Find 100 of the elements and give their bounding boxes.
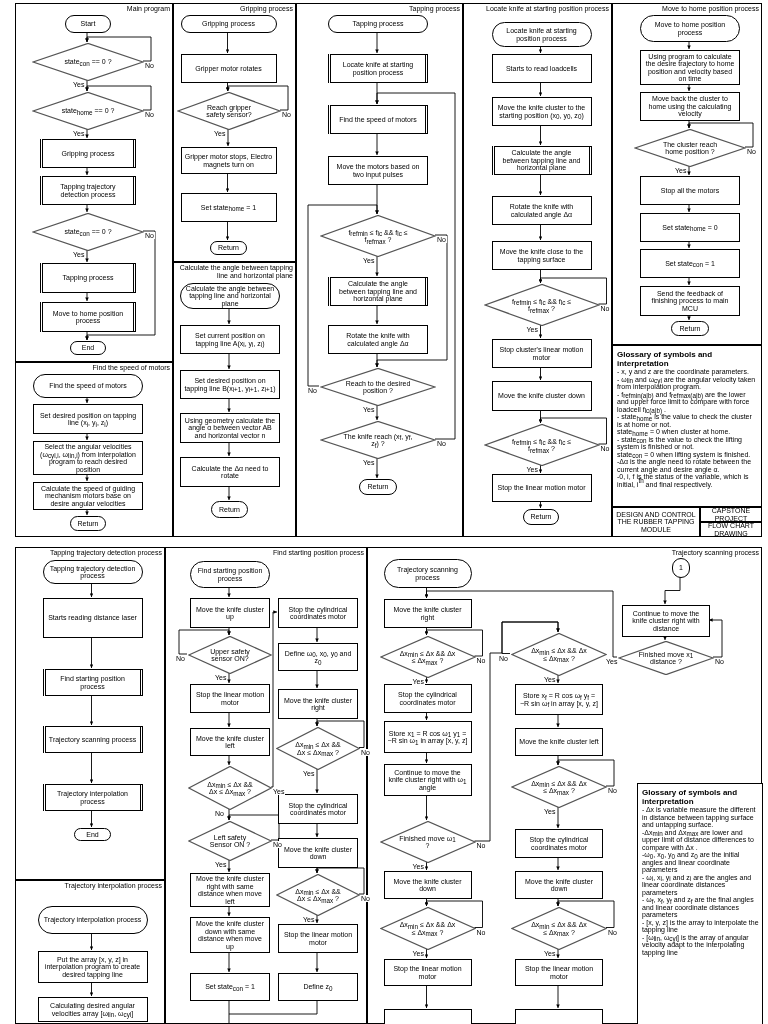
process-box [491, 196, 592, 225]
process-box [190, 684, 270, 713]
subprocess-box [40, 302, 136, 332]
connector-line [228, 999, 318, 1015]
decision-diamond [32, 213, 144, 251]
terminal-shape [491, 22, 592, 47]
process-box [180, 54, 277, 83]
glossary-panel [637, 783, 763, 1024]
subprocess-box [42, 726, 143, 753]
process-box [180, 370, 280, 399]
process-box [180, 457, 280, 487]
terminal-shape [190, 561, 270, 588]
decision-diamond [483, 424, 600, 466]
glossary-panel [612, 345, 762, 507]
subprocess-box [42, 669, 143, 696]
panel-frame [15, 3, 173, 362]
process-box [640, 92, 740, 121]
decision-diamond [177, 92, 281, 130]
terminal-shape [33, 374, 143, 398]
decision-diamond [188, 636, 272, 674]
process-box [190, 973, 270, 1001]
process-box [42, 598, 143, 638]
panel-frame [296, 3, 463, 537]
decision-diamond [511, 633, 607, 676]
decision-diamond [320, 368, 436, 406]
decision-diamond [618, 641, 714, 675]
subprocess-box [42, 784, 143, 811]
terminal-shape [640, 15, 740, 42]
process-box [383, 871, 472, 899]
decision-diamond [511, 907, 607, 950]
panel-frame [173, 262, 296, 537]
decision-diamond [32, 43, 144, 81]
decision-diamond [511, 766, 607, 808]
process-box [640, 213, 740, 242]
process-box [383, 599, 472, 628]
panel-frame [15, 547, 165, 880]
empty-process-box [383, 1009, 472, 1024]
process-box [278, 973, 358, 1001]
glossary-heading: Glossary of symbols and interpretation [642, 788, 739, 806]
flow-arrow [687, 314, 691, 321]
panel-frame [173, 3, 296, 262]
terminal-shape [74, 828, 111, 841]
terminal-shape [671, 321, 709, 336]
process-box [515, 959, 603, 986]
subprocess-box [328, 277, 428, 306]
decision-diamond [32, 92, 144, 130]
decision-diamond [379, 636, 476, 678]
process-box [190, 728, 270, 756]
flow-arrow [85, 396, 89, 404]
terminal-shape [42, 560, 143, 584]
process-box [328, 325, 428, 354]
process-box [278, 643, 358, 671]
process-box [491, 474, 592, 502]
panel-frame [15, 362, 173, 537]
subprocess-box [40, 139, 136, 168]
process-box [278, 689, 358, 719]
process-box [383, 721, 472, 753]
process-box [328, 156, 428, 185]
terminal-shape [328, 15, 428, 33]
process-box [33, 482, 143, 510]
glossary-heading: Glossary of symbols and interpretation [617, 350, 714, 368]
decision-diamond [276, 727, 360, 770]
process-box [515, 684, 603, 715]
decision-diamond [320, 215, 436, 257]
terminal-shape [37, 906, 148, 934]
subprocess-box [40, 176, 136, 205]
process-box [278, 794, 358, 824]
panel-frame [463, 3, 612, 537]
flow-arrow [663, 635, 667, 641]
subprocess-box [328, 54, 428, 83]
process-box [37, 997, 148, 1022]
decision-diamond [276, 874, 360, 916]
process-box [33, 404, 143, 434]
process-box [622, 605, 710, 637]
decision-diamond [188, 766, 272, 810]
terminal-shape [210, 241, 247, 255]
process-box [640, 176, 740, 205]
terminal-shape [180, 15, 277, 33]
terminal-shape [70, 341, 106, 355]
terminal-shape [65, 15, 111, 33]
terminal-shape [70, 516, 106, 531]
process-box [491, 241, 592, 270]
process-box [180, 147, 277, 174]
process-box [515, 728, 603, 756]
process-box [491, 97, 592, 126]
process-box [491, 339, 592, 368]
decision-diamond [634, 129, 746, 167]
subprocess-box [40, 263, 136, 293]
process-box [180, 193, 277, 222]
panel-frame [15, 880, 165, 1024]
decision-diamond [483, 284, 600, 326]
process-box [190, 598, 270, 628]
subprocess-box [491, 146, 592, 175]
panel-frame [612, 3, 762, 345]
terminal-shape [383, 559, 472, 588]
decision-diamond [320, 421, 436, 459]
process-box [383, 959, 472, 986]
process-box [515, 829, 603, 858]
decision-diamond [188, 821, 272, 861]
process-box [491, 381, 592, 411]
